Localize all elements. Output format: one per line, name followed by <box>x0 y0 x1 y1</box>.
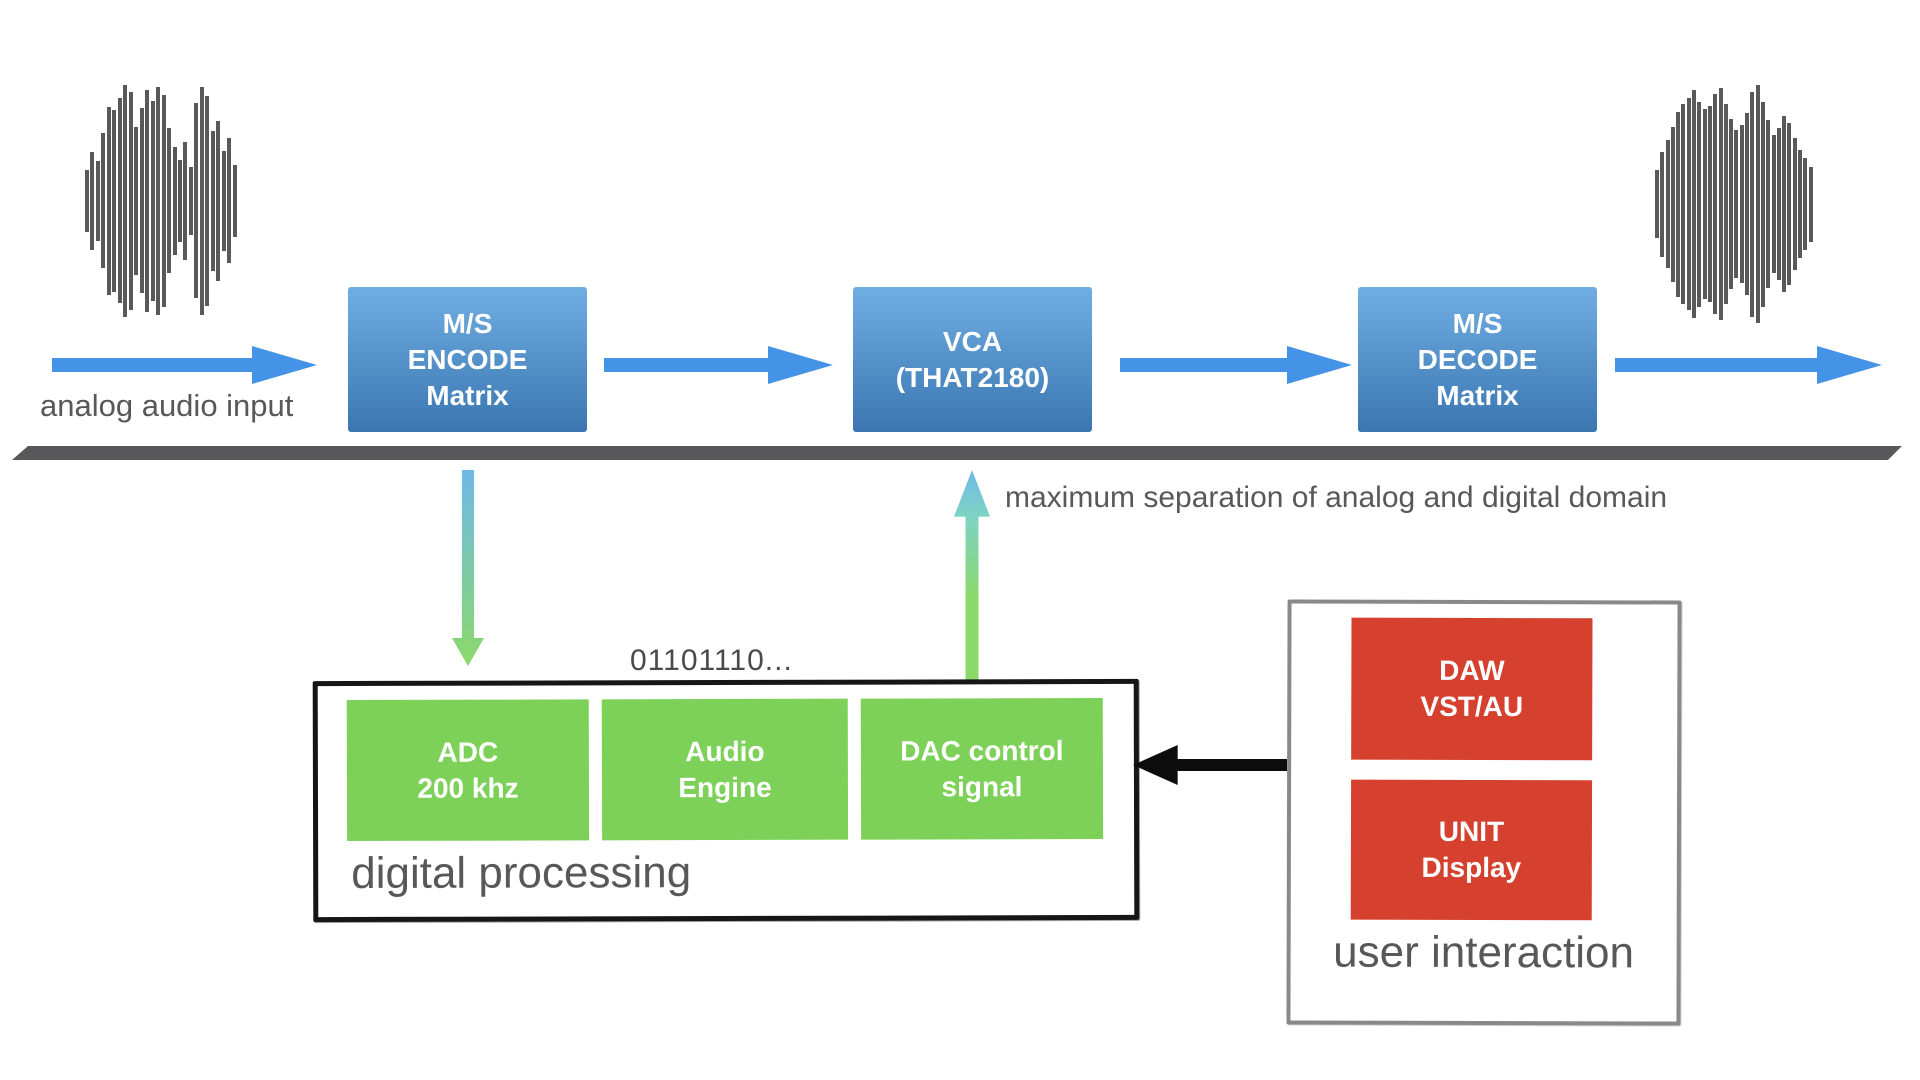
audio-waveform-input-icon <box>85 78 237 323</box>
waveform-bar <box>1660 151 1665 257</box>
arrow-head <box>252 346 317 384</box>
separation-note-label: maximum separation of analog and digital… <box>1005 481 1668 514</box>
waveform-bar <box>1755 85 1760 323</box>
digital-processing-group: ADC 200 khz Audio Engine DAC control sig… <box>312 678 1140 923</box>
waveform-bar <box>1707 106 1712 302</box>
waveform-bar <box>1718 88 1723 320</box>
arrow-vca-to-decode-icon <box>1120 346 1352 384</box>
waveform-bar <box>106 106 111 295</box>
node-dac-control-signal: DAC control signal <box>860 698 1104 840</box>
waveform-bar <box>1723 104 1728 304</box>
node-audio-engine: Audio Engine <box>601 698 849 841</box>
waveform-bar <box>1734 130 1739 278</box>
arrow-encode-to-adc-icon <box>452 470 484 666</box>
arrow-analog-input-icon <box>52 346 317 384</box>
waveform-bar <box>227 138 232 263</box>
waveform-bar <box>188 166 193 235</box>
waveform-bar <box>101 133 106 268</box>
waveform-bar <box>194 103 199 298</box>
arrow-dac-to-vca-icon <box>954 470 990 682</box>
node-label: DAW VST/AU <box>1420 654 1524 723</box>
waveform-bar <box>216 120 221 281</box>
waveform-bar <box>1670 126 1675 282</box>
waveform-bar <box>1713 94 1718 314</box>
node-vca-that2180: VCA (THAT2180) <box>853 287 1092 432</box>
waveform-bar <box>210 130 215 271</box>
waveform-bar <box>1803 158 1808 250</box>
waveform-bar <box>145 89 150 312</box>
waveform-bar <box>232 164 237 237</box>
waveform-bar <box>205 95 210 306</box>
node-unit-display: UNIT Display <box>1350 779 1593 921</box>
arrow-head <box>768 346 833 384</box>
waveform-bar <box>1686 98 1691 310</box>
node-ms-encode-matrix: M/S ENCODE Matrix <box>348 287 587 432</box>
node-daw-vst-au: DAW VST/AU <box>1351 617 1593 761</box>
node-label: DAC control signal <box>900 734 1064 802</box>
arrow-head <box>1817 346 1882 384</box>
arrow-shaft <box>1120 358 1289 372</box>
waveform-bar <box>1739 125 1744 283</box>
waveform-bar <box>167 128 172 273</box>
waveform-bar <box>1798 150 1803 258</box>
node-ms-decode-matrix: M/S DECODE Matrix <box>1358 287 1597 432</box>
waveform-bar <box>139 108 144 293</box>
waveform-bar <box>90 151 95 250</box>
user-interaction-group: DAW VST/AU UNIT Display user interaction <box>1286 599 1682 1026</box>
waveform-bar <box>1776 128 1781 280</box>
waveform-bar <box>1676 111 1681 297</box>
waveform-bar <box>1702 109 1707 299</box>
arrow-shaft <box>1615 358 1819 372</box>
arrow-user-to-dac-icon <box>1133 745 1287 785</box>
node-label: UNIT Display <box>1421 815 1522 884</box>
audio-waveform-output-icon <box>1655 80 1813 328</box>
waveform-bar <box>1697 101 1702 307</box>
waveform-bar <box>1665 140 1670 268</box>
waveform-bar <box>1655 170 1659 238</box>
waveform-bar <box>123 84 128 317</box>
waveform-bar <box>183 141 188 260</box>
waveform-bar <box>1782 116 1787 292</box>
waveform-bar <box>1750 91 1755 317</box>
waveform-bar <box>117 98 122 303</box>
waveform-bar <box>95 160 100 241</box>
waveform-bar <box>1729 119 1734 289</box>
domain-separator-bar <box>12 446 1902 460</box>
node-label: ADC 200 khz <box>417 736 519 804</box>
node-adc-200khz: ADC 200 khz <box>346 699 590 841</box>
waveform-bar <box>128 91 133 310</box>
waveform-bar <box>156 86 161 315</box>
node-label: VCA (THAT2180) <box>895 325 1050 393</box>
arrow-shaft <box>604 358 770 372</box>
waveform-bar <box>199 86 204 315</box>
waveform-bar <box>1681 104 1686 304</box>
waveform-bar <box>1745 113 1750 295</box>
waveform-bar <box>1808 166 1813 242</box>
binary-stream-label: 01101110... <box>630 644 793 677</box>
node-label: M/S ENCODE Matrix <box>407 307 528 411</box>
waveform-bar <box>112 109 117 292</box>
waveform-bar <box>150 100 155 301</box>
waveform-bar <box>1760 101 1765 307</box>
waveform-bar <box>161 94 166 307</box>
waveform-bar <box>172 146 177 255</box>
arrow-analog-output-icon <box>1615 346 1882 384</box>
user-interaction-label: user interaction <box>1333 927 1635 978</box>
waveform-bar <box>85 169 89 232</box>
waveform-bar <box>1771 135 1776 273</box>
waveform-bar <box>1787 123 1792 285</box>
arrow-encode-to-vca-icon <box>604 346 833 384</box>
waveform-bar <box>221 150 226 251</box>
node-label: M/S DECODE Matrix <box>1417 307 1538 411</box>
node-label: Audio Engine <box>678 735 772 803</box>
arrow-shaft <box>52 358 254 372</box>
waveform-bar <box>177 159 182 242</box>
analog-input-label: analog audio input <box>40 388 294 423</box>
waveform-bar <box>1692 90 1697 318</box>
digital-processing-label: digital processing <box>351 848 692 898</box>
waveform-bar <box>134 126 139 275</box>
waveform-bar <box>1766 120 1771 288</box>
waveform-bar <box>1792 138 1797 270</box>
arrow-head <box>1287 346 1352 384</box>
